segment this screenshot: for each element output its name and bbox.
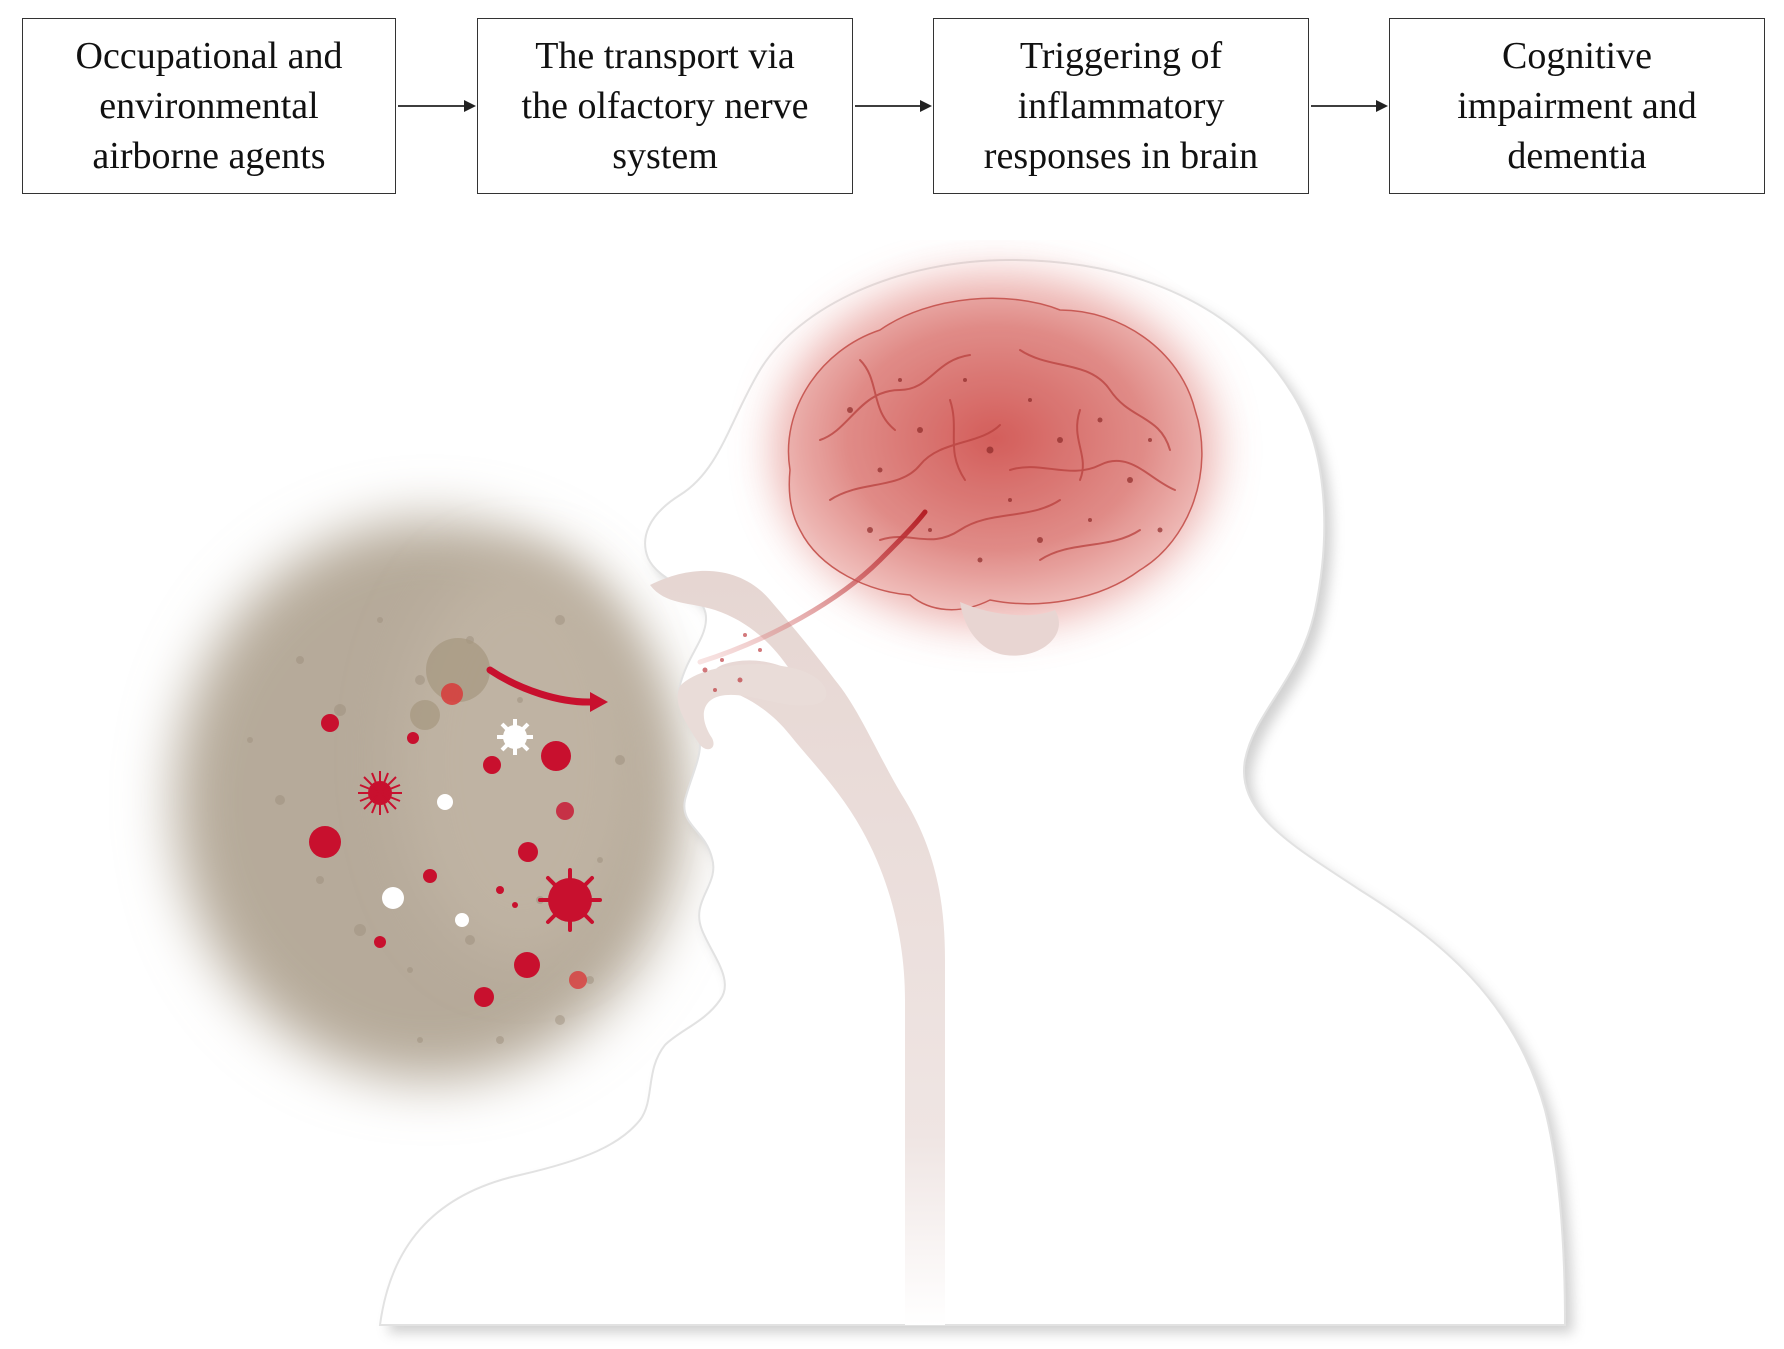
brain — [775, 275, 1215, 656]
dust-cloud — [175, 520, 685, 1080]
step-inflammation-label: Triggering of inflammatory responses in … — [983, 35, 1259, 177]
step-dementia-label: Cognitive impairment and dementia — [1457, 35, 1697, 177]
step-airborne-agents-box: Occupational and environmental airborne … — [22, 18, 396, 194]
step-airborne-agents-label: Occupational and environmental airborne … — [75, 35, 343, 177]
step-dementia-box: Cognitive impairment and dementia — [1389, 18, 1765, 194]
spiky-particle-white — [497, 719, 533, 755]
inhalation-illustration — [175, 258, 1573, 1333]
process-flowchart: Occupational and environmental airborne … — [0, 0, 1784, 210]
flow-arrow-3 — [1311, 100, 1388, 112]
step-inflammation-box: Triggering of inflammatory responses in … — [933, 18, 1309, 194]
airborne-particles — [309, 683, 602, 1007]
step-olfactory-transport-label: The transport via the olfactory nerve sy… — [521, 35, 809, 177]
nasal-particles — [702, 633, 762, 692]
head-silhouette — [378, 258, 1573, 1333]
nasal-airway — [650, 570, 945, 1325]
flow-arrow-2 — [855, 100, 932, 112]
inhalation-arrow — [486, 666, 608, 712]
step-olfactory-transport-box: The transport via the olfactory nerve sy… — [477, 18, 853, 194]
spiky-particle-red-small — [358, 771, 402, 815]
olfactory-nerve-path — [697, 509, 928, 665]
flow-arrow-1 — [398, 100, 476, 112]
spiky-particle-red-large — [538, 868, 602, 932]
